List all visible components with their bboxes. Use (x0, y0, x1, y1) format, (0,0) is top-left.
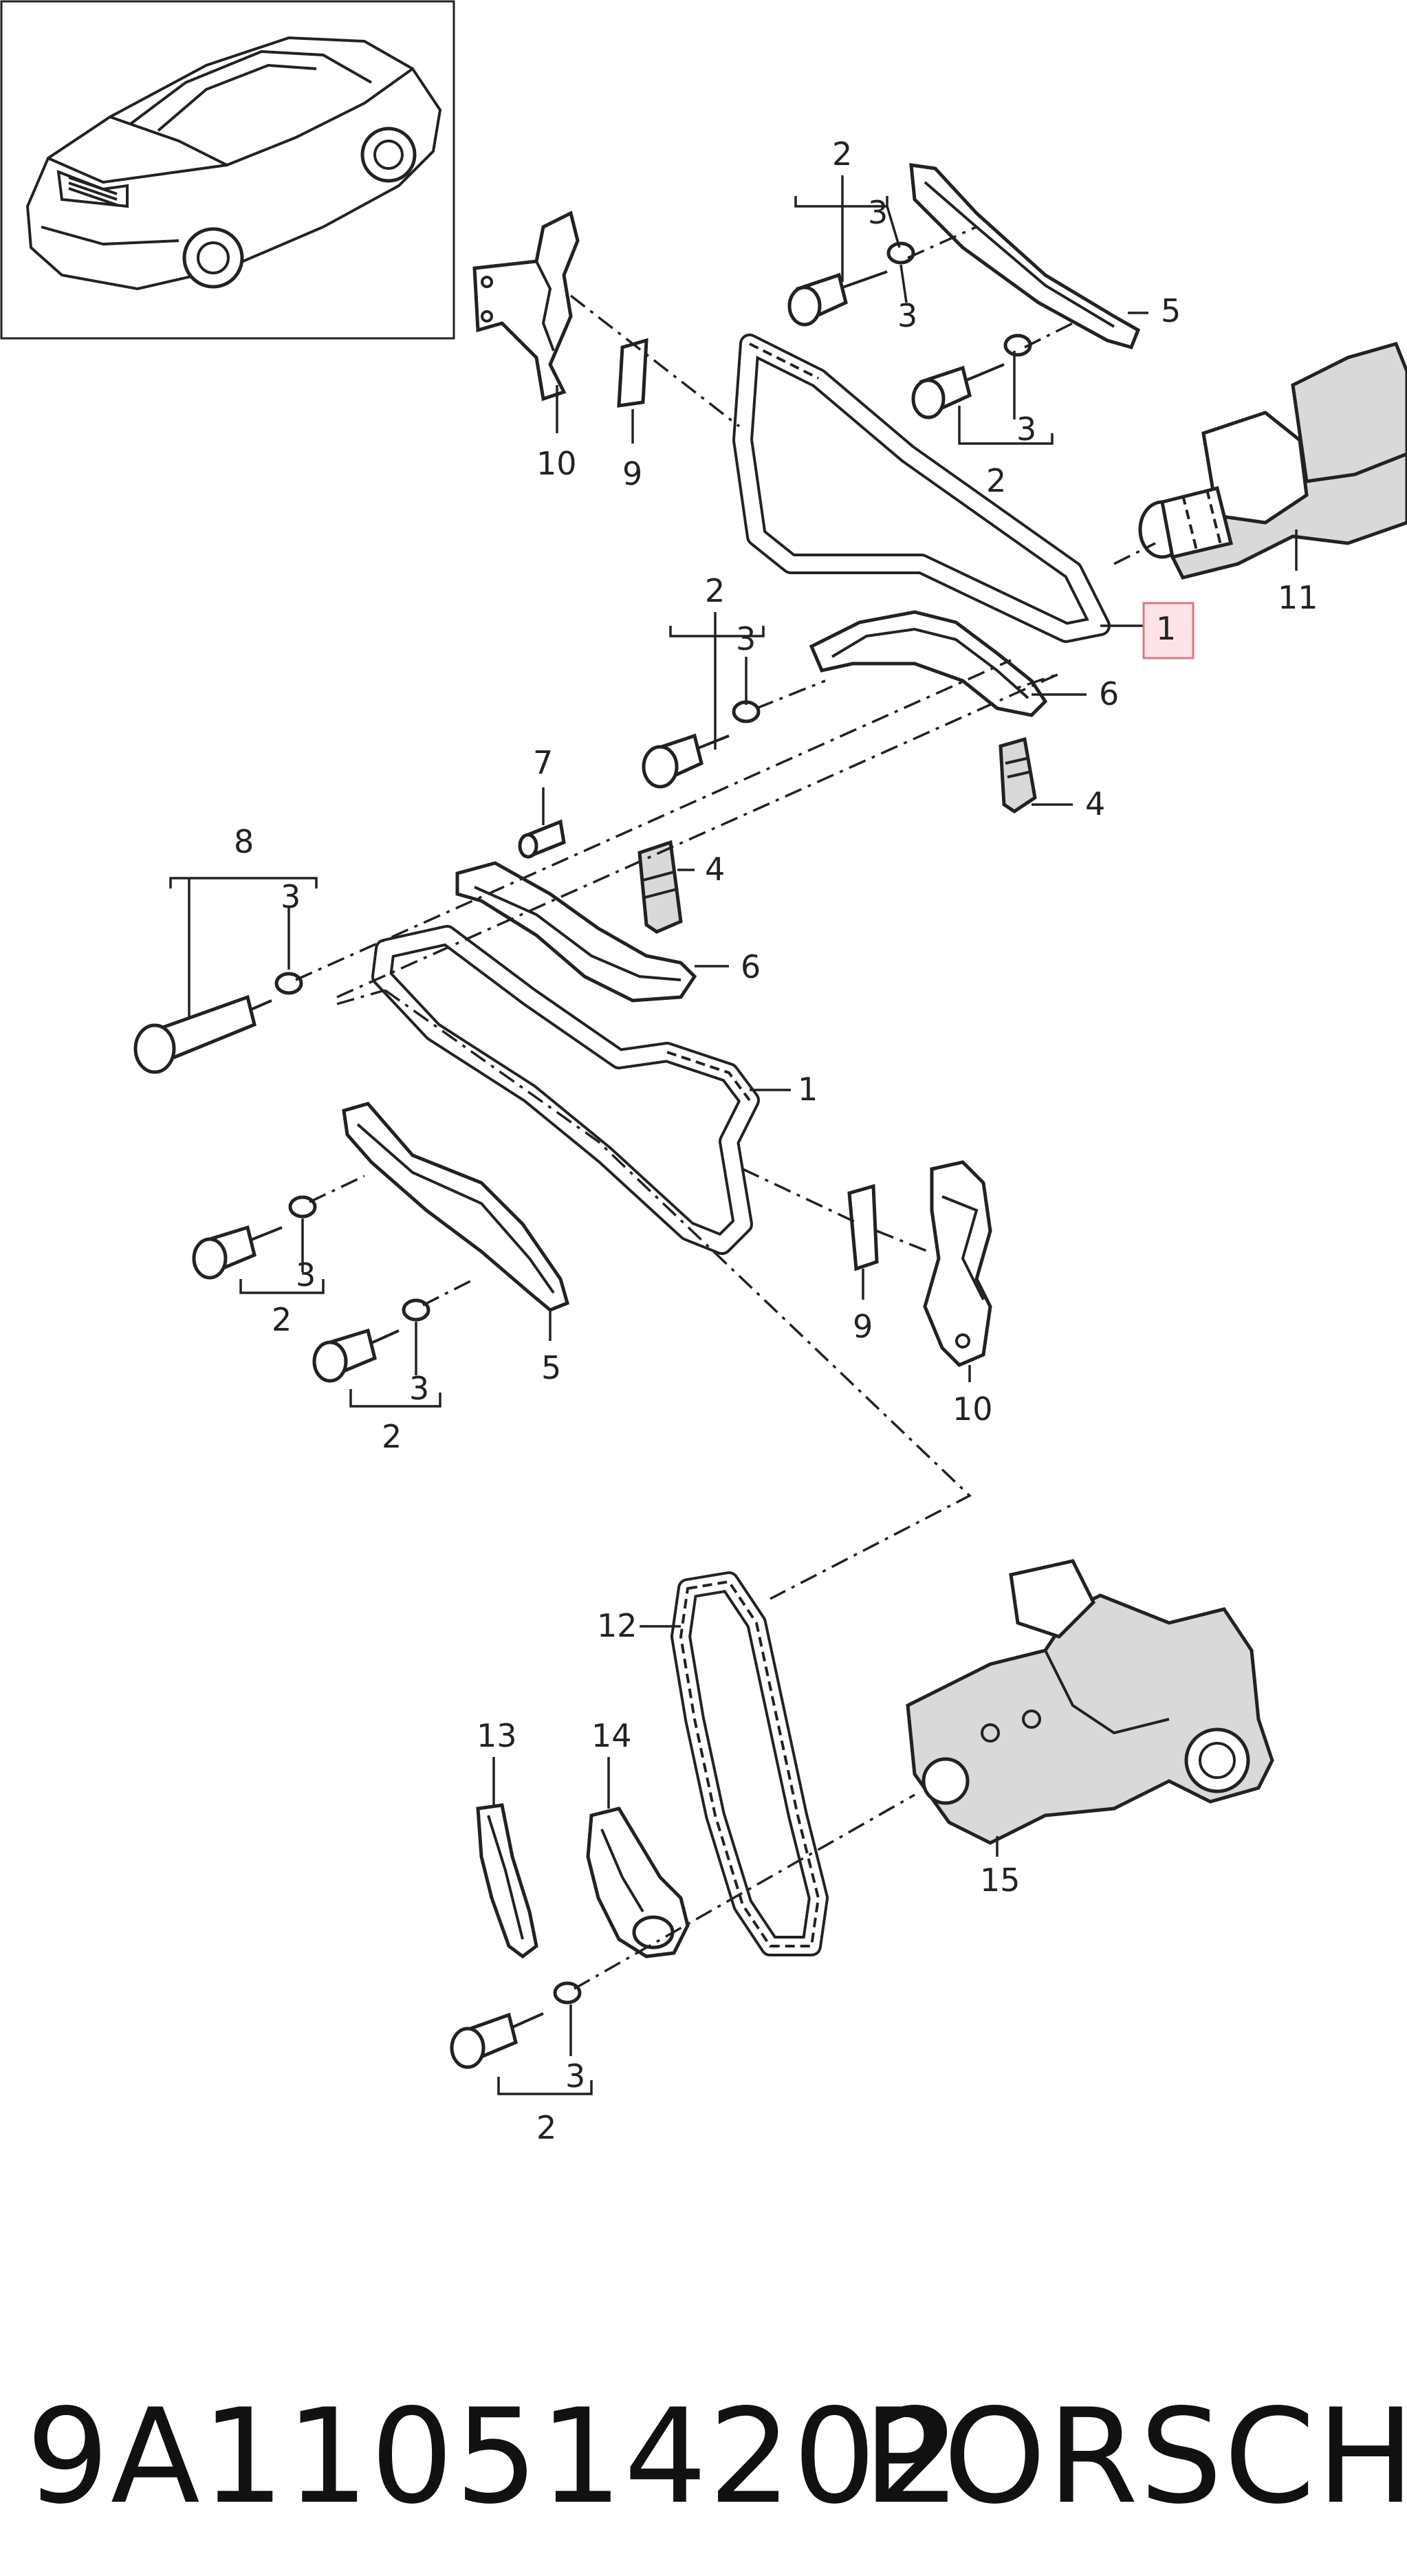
callout-1: 1 (1156, 610, 1176, 647)
guide-pin-bolt-upper-1 (787, 241, 915, 327)
sleeve (518, 819, 566, 859)
chain-guide-bracket-upper (472, 210, 580, 402)
callout-3: 3 (281, 878, 301, 915)
chain-guide-bracket-lower (923, 1160, 992, 1367)
callout-5: 5 (1161, 292, 1181, 329)
chain-tensioner-upper (999, 736, 1037, 814)
callout-2: 2 (705, 572, 725, 609)
callout-3: 3 (565, 2057, 585, 2095)
guide-pin-bolt-lower-2 (312, 1298, 430, 1383)
callout-12: 12 (597, 1607, 637, 1644)
callout-8: 8 (234, 823, 254, 860)
chain-rail-clip-upper (617, 338, 648, 408)
callout-3: 3 (409, 1370, 429, 1407)
tensioner-rail-oil-pump (586, 1807, 690, 1958)
callout-3: 3 (736, 620, 756, 657)
callout-9: 9 (853, 1308, 873, 1345)
assembly-lines (295, 226, 1156, 1990)
chain-tensioner-lower (637, 840, 683, 934)
callout-10: 10 (536, 445, 577, 482)
callout-4: 4 (1085, 785, 1105, 822)
timing-chain-lower (371, 925, 760, 1255)
guide-pin-bolt-middle (642, 700, 761, 789)
callout-labels: 2 3 3 5 3 2 10 9 1 11 2 3 6 4 7 8 3 4 6 … (234, 135, 1318, 2146)
callout-11: 11 (1278, 579, 1318, 616)
callout-3: 3 (897, 297, 917, 334)
callout-5: 5 (541, 1349, 561, 1386)
oil-pump (906, 1559, 1274, 1845)
callout-4: 4 (705, 851, 725, 888)
crankshaft (1138, 341, 1407, 580)
callout-14: 14 (591, 1717, 632, 1754)
guide-pin-bolt-bottom (450, 1981, 582, 2069)
callout-1: 1 (798, 1071, 818, 1108)
callout-15: 15 (980, 1862, 1021, 1899)
callout-13: 13 (477, 1717, 517, 1754)
callout-2: 2 (272, 1301, 292, 1338)
callout-2: 2 (832, 135, 852, 173)
callout-6: 6 (1099, 675, 1119, 712)
callout-1-highlight (1142, 602, 1195, 659)
callout-leaders (169, 175, 1298, 2095)
callout-6: 6 (741, 948, 761, 985)
callout-3: 3 (868, 194, 888, 231)
callout-10: 10 (952, 1390, 993, 1428)
tension-rail-upper (809, 610, 1048, 717)
guide-pin-bolt-lower-1 (192, 1195, 317, 1280)
chain-rail-clip-lower (847, 1183, 879, 1271)
tension-rail-lower (455, 861, 697, 1003)
part-number: 9A110514202 (26, 2381, 962, 2533)
tensioner-rail-upper (909, 163, 1141, 350)
timing-chain-upper (732, 334, 1111, 643)
tensioner-rail-lower (342, 1102, 570, 1312)
callout-9: 9 (622, 455, 642, 492)
callout-2: 2 (382, 1418, 402, 1455)
oil-pump-drive-chain (670, 1571, 829, 1956)
brand-name: PORSCHE (863, 2381, 1407, 2533)
guide-rail (476, 1803, 538, 1959)
callout-7: 7 (533, 744, 553, 781)
callout-2: 2 (536, 2109, 556, 2146)
guide-pin-bolt-upper-2 (911, 334, 1032, 419)
callout-2: 2 (986, 462, 1006, 499)
callout-3: 3 (296, 1256, 316, 1294)
callout-3: 3 (1016, 411, 1036, 448)
car-thumbnail (0, 0, 455, 340)
long-guide-pin-bolt (133, 972, 303, 1074)
